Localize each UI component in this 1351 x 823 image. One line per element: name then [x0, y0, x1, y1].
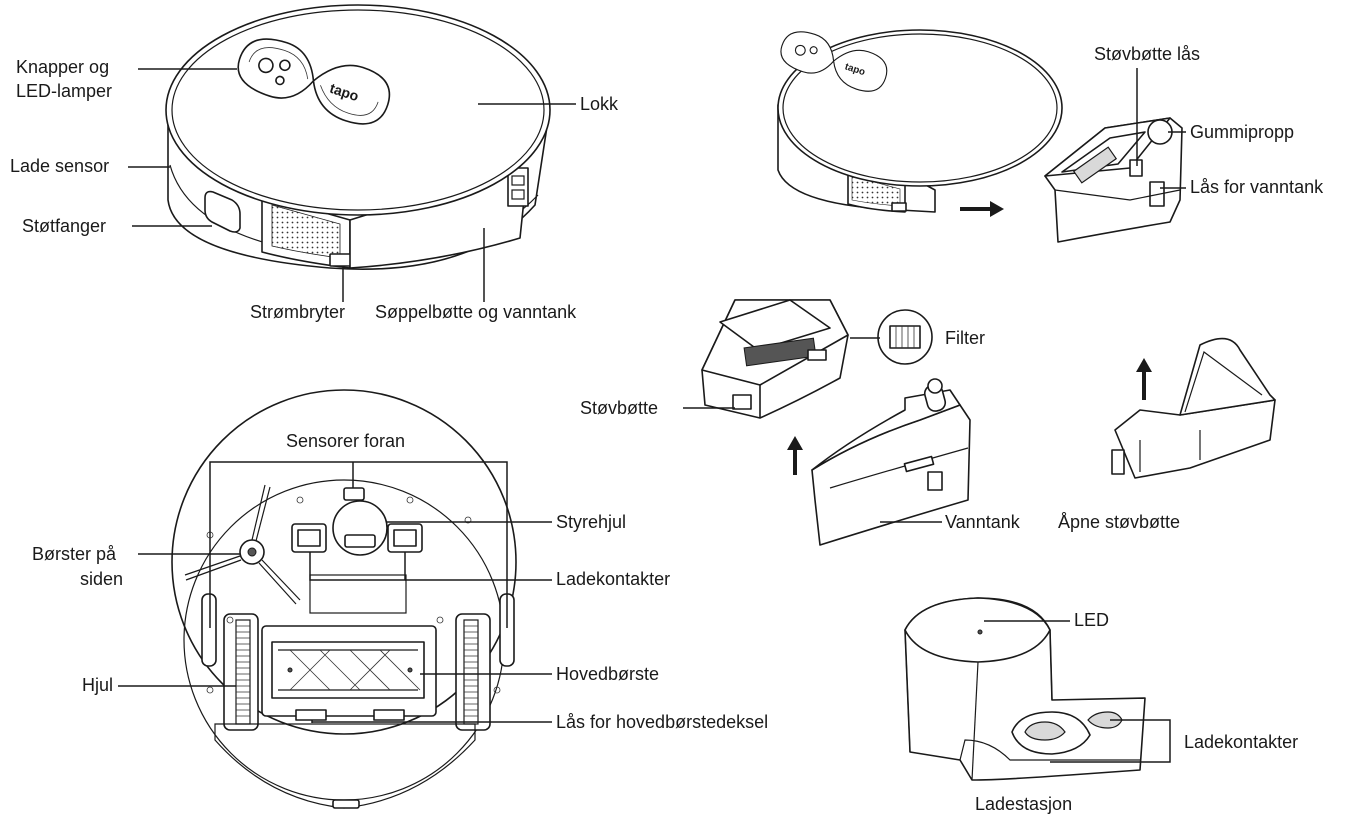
label-buttons-led-2: LED-lamper	[16, 81, 112, 101]
label-wheel: Hjul	[82, 675, 113, 695]
front-sensor	[343, 487, 365, 501]
parts-annotations: Filter Støvbøtte Vanntank Åpne støvbøtte	[580, 328, 1180, 532]
label-power-switch: Strømbryter	[250, 302, 345, 322]
filter-icon	[877, 309, 933, 365]
arrow-up-1	[787, 436, 803, 475]
button-panel: tapo	[237, 38, 391, 125]
label-caster: Styrehjul	[556, 512, 626, 532]
label-tank-lock: Lås for vanntank	[1190, 177, 1324, 197]
robot-bin-removal: tapo	[777, 29, 1183, 243]
label-dock-led: LED	[1074, 610, 1109, 630]
label-side-brushes-1: Børster på	[32, 544, 117, 564]
top-view-annotations: Knapper og LED-lamper Lokk Lade sensor S…	[10, 57, 619, 322]
label-charge-contacts-bottom: Ladekontakter	[556, 569, 670, 589]
label-dust-bin: Støvbøtte	[580, 398, 658, 418]
dock-led	[977, 629, 983, 635]
label-rubber-plug: Gummipropp	[1190, 122, 1294, 142]
bin-lid-open	[1179, 337, 1276, 416]
bottom-view-annotations: Sensorer foran Styrehjul Børster på side…	[32, 431, 768, 732]
label-dock-charge-contacts: Ladekontakter	[1184, 732, 1298, 752]
arrow-up-2	[1136, 358, 1152, 400]
button-2	[279, 59, 291, 72]
label-brush-cover-lock: Lås for hovedbørstedeksel	[556, 712, 768, 732]
wheel-right	[455, 613, 491, 731]
label-charge-sensor: Lade sensor	[10, 156, 109, 176]
power-switch	[329, 253, 353, 267]
main-brush	[261, 625, 437, 717]
robot-bottom-view	[171, 389, 517, 809]
water-tank-part	[811, 378, 971, 546]
bin-module	[1044, 117, 1183, 243]
wheel-left	[223, 613, 259, 731]
led-lamp	[275, 75, 285, 86]
arrow-right	[960, 201, 1004, 217]
dock-annotations: LED Ladekontakter Ladestasjon	[975, 610, 1298, 814]
brush-cover-lock-left	[295, 709, 327, 721]
robot-top-view: tapo	[165, 4, 551, 271]
bumper-window	[204, 190, 241, 233]
label-water-tank: Vanntank	[945, 512, 1021, 532]
label-bin-tank: Søppelbøtte og vanntank	[375, 302, 577, 322]
brush-cover-lock-right	[373, 709, 405, 721]
side-brush	[184, 484, 301, 605]
label-dust-bin-lock: Støvbøtte lås	[1094, 44, 1200, 64]
label-buttons-led-1: Knapper og	[16, 57, 109, 77]
dock-contact-1	[1024, 721, 1066, 741]
label-lid: Lokk	[580, 94, 619, 114]
label-dock-name: Ladestasjon	[975, 794, 1072, 814]
open-dust-bin-part	[1111, 337, 1276, 479]
label-bumper: Støtfanger	[22, 216, 106, 236]
label-main-brush: Hovedbørste	[556, 664, 659, 684]
label-side-brushes-2: siden	[80, 569, 123, 589]
label-open-dust-bin: Åpne støvbøtte	[1058, 512, 1180, 532]
dust-bin-part	[701, 299, 849, 419]
screws	[206, 496, 501, 694]
filter-lid	[719, 299, 831, 351]
bin-removal-annotations: Støvbøtte lås Gummipropp Lås for vanntan…	[1094, 44, 1324, 197]
dust-bin-lock	[1129, 159, 1143, 177]
label-filter: Filter	[945, 328, 985, 348]
label-front-sensors: Sensorer foran	[286, 431, 405, 451]
button-1	[258, 57, 274, 74]
charging-dock	[904, 597, 1146, 781]
